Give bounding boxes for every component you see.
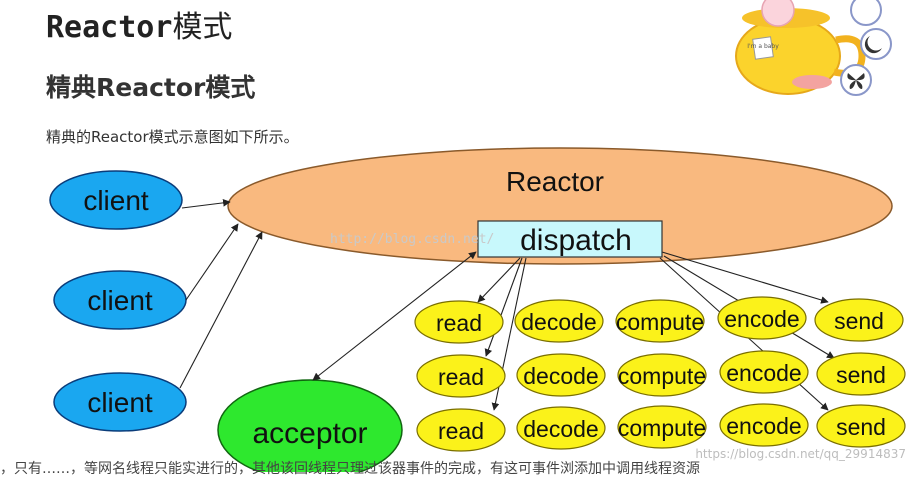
tea-tag <box>752 36 774 60</box>
handler-label-send-1: send <box>834 308 884 334</box>
arrow-client1-reactor <box>181 199 231 209</box>
handler-label-send-3: send <box>836 414 886 440</box>
handler-ellipse-encode-3 <box>719 403 809 447</box>
handler-ellipse-encode-2 <box>719 350 809 394</box>
client-label-2: client <box>87 285 153 316</box>
handler-ellipse-read-2 <box>416 354 506 398</box>
client-ellipse-1 <box>49 170 183 230</box>
title-latin: Reactor <box>46 10 173 45</box>
arrow-dispatch-read1 <box>477 257 521 303</box>
handler-ellipse-encode-1 <box>717 296 807 340</box>
handler-label-encode-1: encode <box>724 306 799 332</box>
handler-label-send-2: send <box>836 362 886 388</box>
handler-label-compute-1: compute <box>616 309 704 335</box>
arrow-client3-reactor <box>179 231 263 389</box>
handler-grid: read decode compute encode send read dec… <box>414 296 906 452</box>
bottom-watermark: https://blog.csdn.net/qq_29914837 <box>695 447 906 461</box>
handler-label-decode-3: decode <box>523 416 598 442</box>
handler-ellipse-compute-1 <box>615 299 705 343</box>
dispatch-box <box>477 220 663 258</box>
arrow-dispatch-send1 <box>661 251 829 304</box>
moon-icon <box>864 36 882 54</box>
truncated-bottom-text: ，只有……，等网名线程只能实进行的，其他该回线程只理过该器事件的完成，有这可事件… <box>0 461 700 477</box>
acceptor-label: acceptor <box>252 417 367 450</box>
title-cjk: 模式 <box>172 10 233 45</box>
handler-label-compute-2: compute <box>618 363 706 389</box>
handler-ellipse-read-1 <box>414 300 504 344</box>
intro-text: 精典的Reactor模式示意图如下所示。 <box>46 128 299 146</box>
arrow-dispatch-acceptor <box>312 251 477 381</box>
reactor-label: Reactor <box>506 166 604 197</box>
handler-ellipse-send-3 <box>816 404 906 448</box>
baby-head <box>761 0 795 27</box>
acceptor-ellipse <box>217 379 403 472</box>
moon-bubble-icon <box>860 28 892 60</box>
handler-ellipse-send-1 <box>814 298 904 342</box>
client-label-3: client <box>87 387 153 418</box>
butterfly-icon <box>847 73 865 89</box>
handler-ellipse-read-3 <box>416 408 506 452</box>
client-ellipse-3 <box>53 372 187 432</box>
arrow-dispatch-read2 <box>484 257 523 357</box>
tea-tag-label: I'm a baby <box>747 43 779 50</box>
section-title: 精典Reactor模式 <box>46 73 256 102</box>
dispatch-label: dispatch <box>520 224 632 257</box>
handler-ellipse-decode-2 <box>516 353 606 397</box>
handler-label-decode-2: decode <box>523 363 598 389</box>
handler-ellipse-compute-2 <box>617 353 707 397</box>
handler-label-compute-3: compute <box>618 415 706 441</box>
handler-ellipse-decode-3 <box>516 406 606 450</box>
bubble-icon-dots <box>850 0 882 26</box>
cup-saucer-cookie <box>792 75 832 89</box>
page-title: Reactor模式 <box>46 2 232 46</box>
client-label-1: client <box>83 185 149 216</box>
handler-ellipse-decode-1 <box>514 299 604 343</box>
handler-label-encode-2: encode <box>726 360 801 386</box>
center-watermark: http://blog.csdn.net/ <box>330 232 494 247</box>
handler-ellipse-compute-3 <box>617 405 707 449</box>
handler-label-encode-3: encode <box>726 413 801 439</box>
handler-label-read-1: read <box>436 310 482 336</box>
handler-label-decode-1: decode <box>521 309 596 335</box>
handler-label-read-3: read <box>438 418 484 444</box>
teacup-illustration: I'm a baby <box>735 0 892 96</box>
handler-label-read-2: read <box>438 364 484 390</box>
handler-ellipse-send-2 <box>816 352 906 396</box>
arrow-client2-reactor <box>185 223 239 301</box>
